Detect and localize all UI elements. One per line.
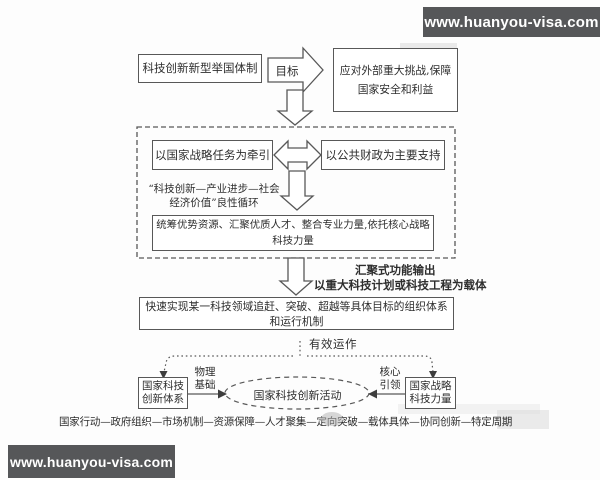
coordinate-resources-box: 统筹优势资源、汇聚优质人才、整合专业力量,依托核心战略 科技力量	[152, 215, 434, 251]
arrowhead-down-icon	[429, 371, 437, 379]
coordinate-line1: 统筹优势资源、汇聚优质人才、整合专业力量,依托核心战略	[156, 219, 430, 231]
goal-arrow-label: 目标	[275, 64, 299, 78]
org-system-line2: 和运行机制	[269, 314, 324, 328]
watermark-top: www.huanyou-visa.com	[423, 7, 600, 37]
goal-arrow-icon	[267, 46, 324, 94]
org-system-line1: 快速实现某一科技领域追赶、突破、超越等具体目标的组织体系	[145, 299, 448, 313]
core-lead-line1: 核心	[379, 366, 401, 378]
dotted-bracket	[163, 341, 434, 373]
public-finance-label: 以公共财政为主要支持	[325, 147, 441, 162]
physical-basis-line2: 基础	[194, 379, 216, 391]
strategic-force-line1: 国家战略	[409, 379, 452, 392]
down-arrow-icon	[279, 170, 315, 211]
core-lead-line2: 引领	[379, 379, 401, 391]
arrowhead-right-icon	[218, 389, 227, 399]
innovation-system-line2: 创新体系	[142, 393, 184, 405]
root-system-label: 科技创新新型举国体制	[142, 61, 258, 75]
exchange-arrow-icon	[273, 139, 322, 171]
physical-basis-line1: 物理	[194, 366, 216, 378]
down-arrow-icon	[278, 257, 314, 296]
challenge-box: 应对外部重大挑战,保障 国家安全和利益	[333, 48, 458, 112]
strategic-force-box: 国家战略 科技力量	[405, 377, 456, 409]
public-finance-box: 以公共财政为主要支持	[321, 140, 445, 170]
output-note-line1: 汇聚式功能输出	[355, 263, 436, 277]
watermark-bottom: www.huanyou-visa.com	[8, 445, 175, 478]
arrowhead-down-icon	[159, 371, 168, 379]
coordinate-line2: 科技力量	[272, 235, 314, 247]
strategic-force-line2: 科技力量	[409, 393, 452, 405]
down-arrow-icon	[276, 89, 314, 126]
watermark-remnant	[497, 410, 549, 429]
watermark-blob	[321, 412, 343, 426]
innovation-system-line1: 国家科技	[142, 379, 184, 392]
cycle-note-line1: “科技创新—产业进步—社会	[148, 183, 280, 195]
org-system-box: 快速实现某一科技领域追赶、突破、超越等具体目标的组织体系 和运行机制	[139, 297, 454, 330]
caption: 国家行动—政府组织—市场机制—资源保障—人才聚集—定向突破—载体具体—协同创新—…	[59, 416, 513, 428]
challenge-line1: 应对外部重大挑战,保障	[339, 64, 452, 77]
watermark-remnant	[398, 404, 540, 414]
effective-operation-label: 有效运作	[309, 337, 357, 351]
activity-ellipse	[224, 376, 370, 410]
strategy-task-label: 以国家战略任务为牵引	[155, 147, 270, 162]
output-note-line2: 以重大科技计划或科技工程为载体	[314, 278, 487, 292]
core-lead-label: 核心 引领	[375, 366, 405, 392]
strategy-task-box: 以国家战略任务为牵引	[152, 140, 273, 170]
challenge-line2: 国家安全和利益	[357, 83, 434, 96]
watermark-top-text: www.huanyou-visa.com	[424, 13, 599, 31]
cycle-note: “科技创新—产业进步—社会 经济价值”良性循环	[137, 182, 291, 210]
physical-basis-label: 物理 基础	[189, 366, 221, 392]
arrowhead-left-icon	[368, 389, 377, 399]
activity-label: 国家科技创新活动	[253, 389, 342, 402]
cycle-note-line2: 经济价值”良性循环	[169, 197, 259, 209]
innovation-system-box: 国家科技 创新体系	[138, 377, 188, 409]
watermark-bottom-text: www.huanyou-visa.com	[10, 453, 173, 470]
root-system-box: 科技创新新型举国体制	[138, 54, 262, 83]
